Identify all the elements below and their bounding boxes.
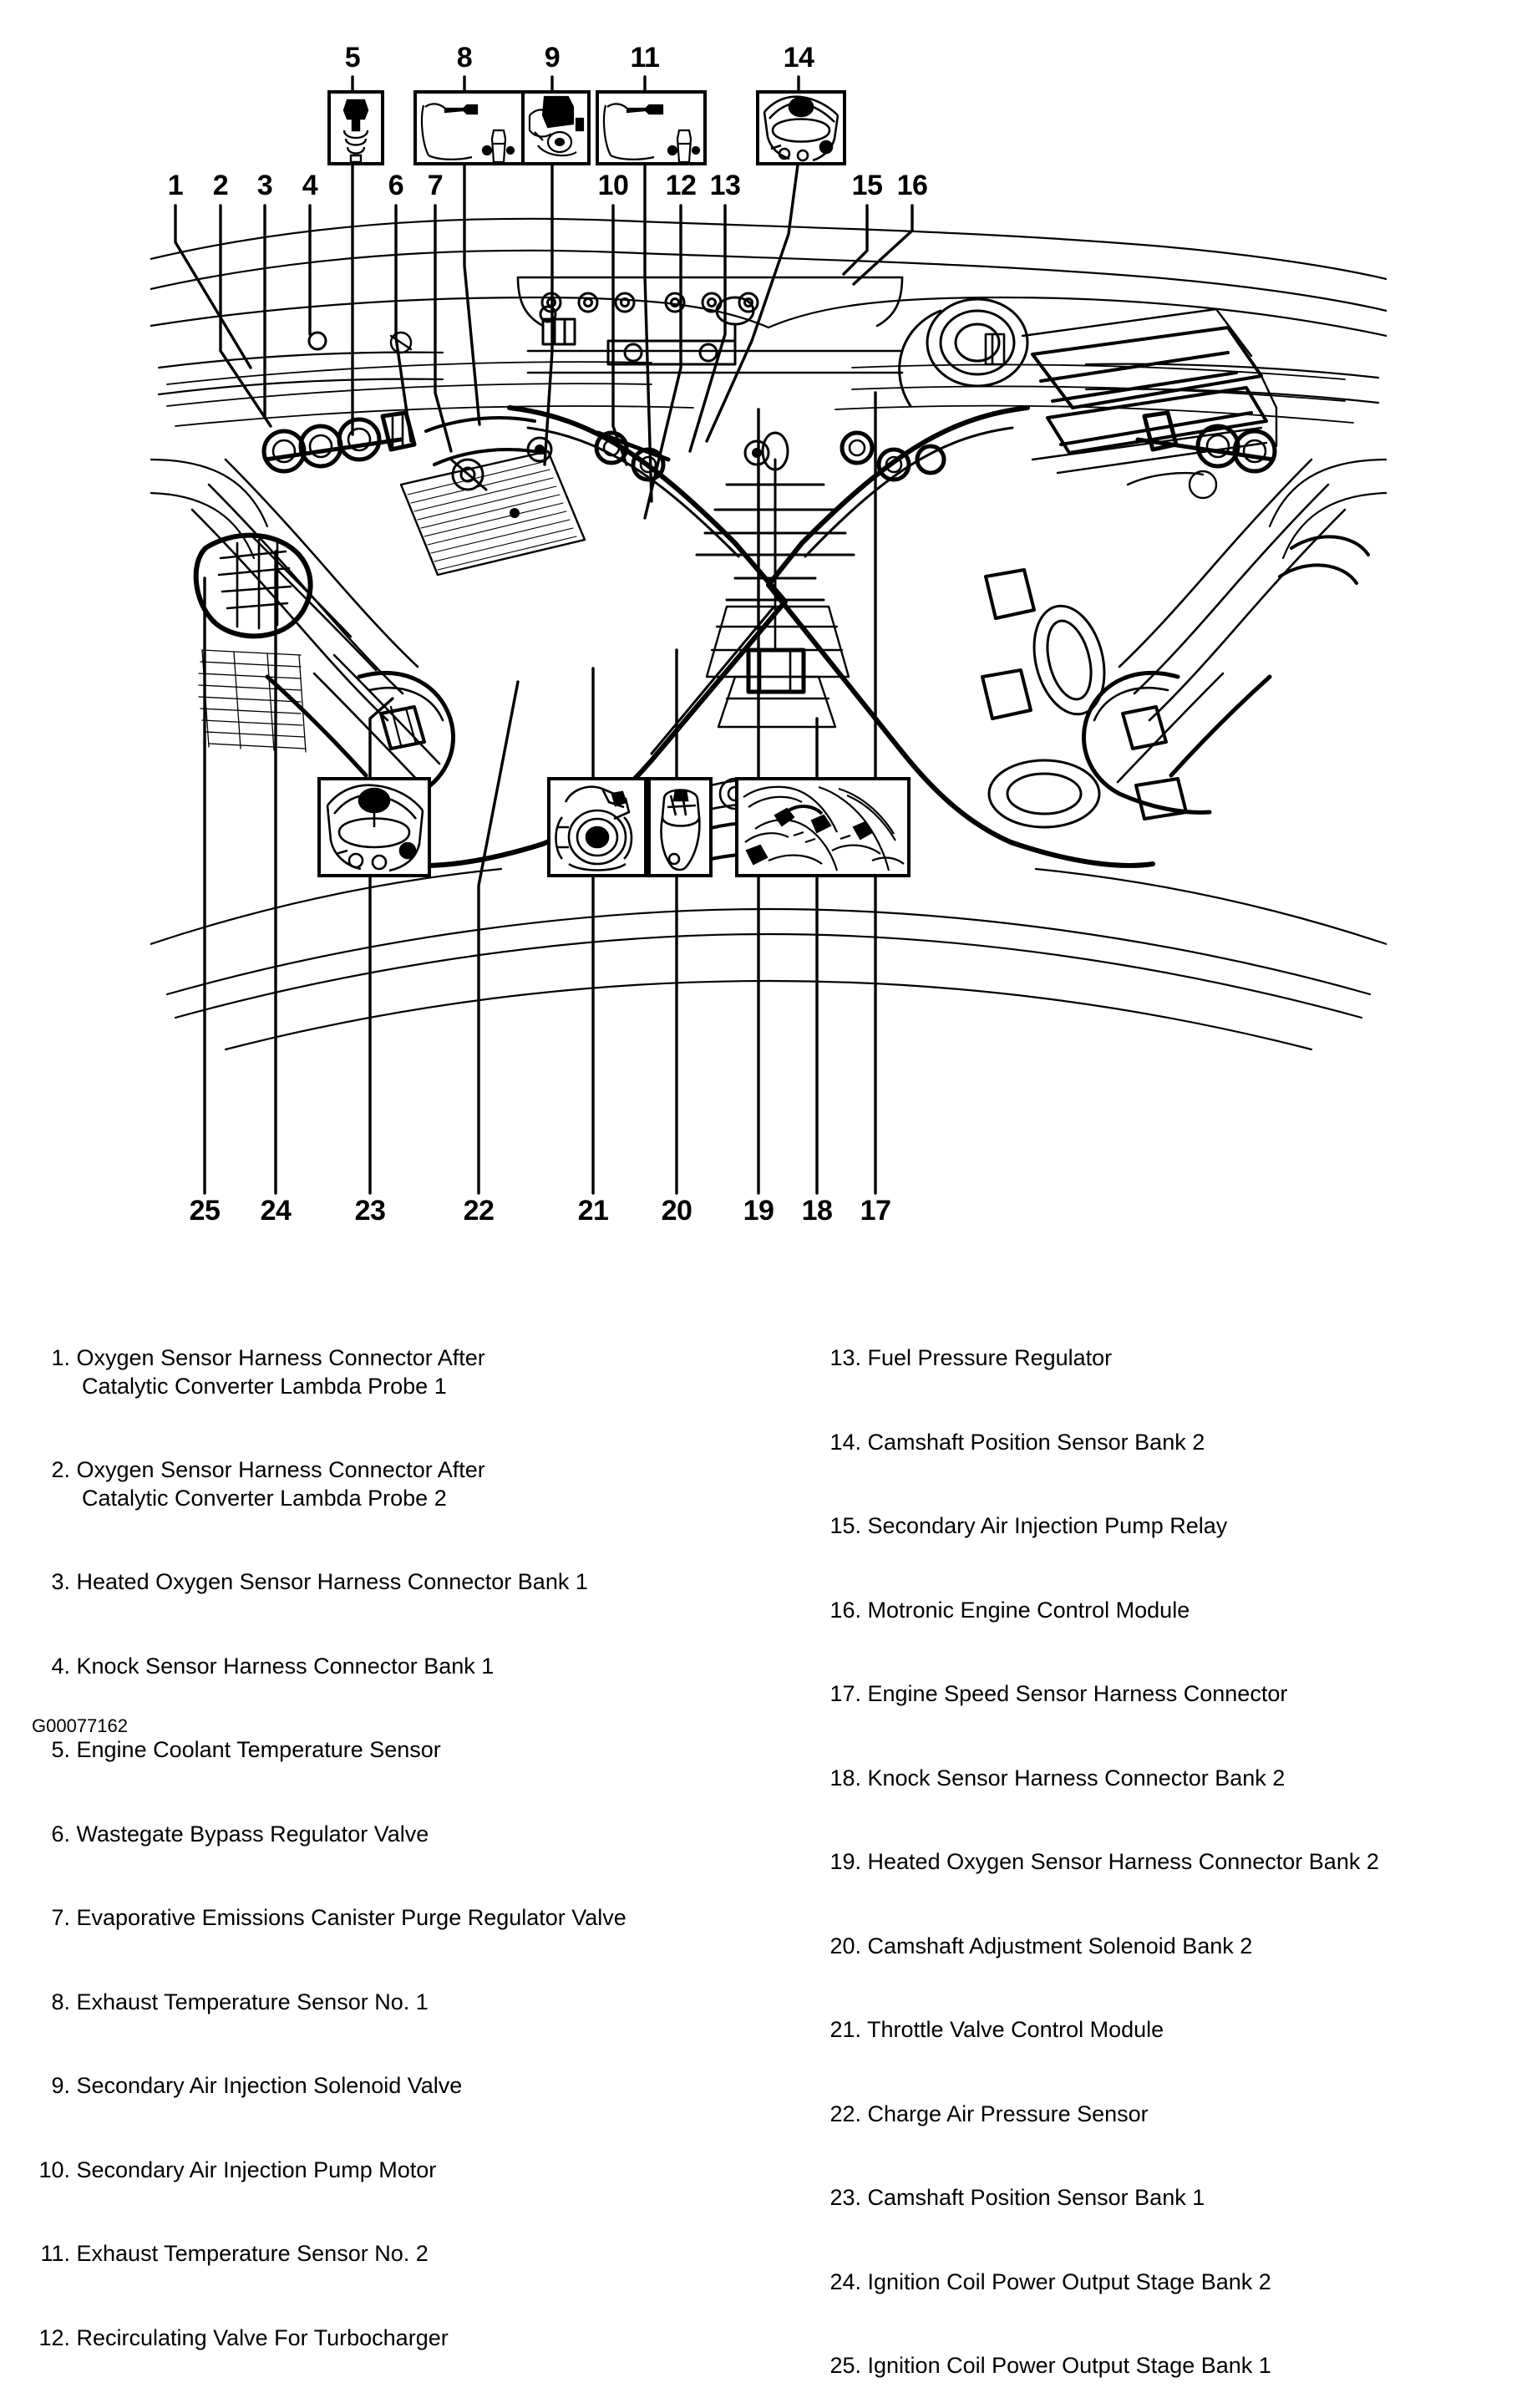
legend-item-16: 16. Motronic Engine Control Module: [829, 1597, 1190, 1623]
callout-number-12: 12: [665, 170, 697, 201]
legend-item-18: 18. Knock Sensor Harness Connector Bank …: [829, 1765, 1286, 1791]
legend-item-24: 24. Ignition Coil Power Output Stage Ban…: [829, 2268, 1271, 2294]
camshaft-adjustment-solenoid-b2-art: [660, 789, 701, 871]
callout-number-18: 18: [801, 1195, 833, 1227]
legend-item-17: 17. Engine Speed Sensor Harness Connecto…: [829, 1681, 1288, 1706]
legend-item-13: 13. Fuel Pressure Regulator: [829, 1345, 1113, 1370]
inset-exhaust-temp-sensor-1: [413, 90, 525, 165]
camshaft-position-sensor-b1-art: [326, 784, 424, 872]
engine-bay-line-art: [149, 217, 1388, 1051]
legend-item-9: 9. Secondary Air Injection Solenoid Valv…: [51, 2073, 463, 2098]
secondary-air-solenoid-art: [528, 95, 585, 157]
legend-item-22: 22. Charge Air Pressure Sensor: [829, 2101, 1149, 2126]
callout-number-9: 9: [544, 42, 561, 74]
legend-item-4: 4. Knock Sensor Harness Connector Bank 1: [51, 1653, 495, 1679]
inset-camshaft-adjustment-solenoid-b2: [647, 777, 713, 877]
legend-item-8: 8. Exhaust Temperature Sensor No. 1: [51, 1989, 429, 2014]
callout-number-22: 22: [463, 1195, 495, 1227]
inset-secondary-air-solenoid: [521, 90, 591, 165]
inset-camshaft-position-sensor-b1: [317, 777, 431, 877]
callout-number-15: 15: [851, 170, 883, 201]
callout-number-5: 5: [344, 42, 361, 74]
legend-item-11: 11. Exhaust Temperature Sensor No. 2: [40, 2241, 429, 2266]
callout-number-23: 23: [354, 1195, 386, 1227]
callout-number-7: 7: [427, 170, 444, 201]
inset-throttle-valve-control-module: [547, 777, 647, 877]
coolant-temp-sensor-art: [342, 99, 369, 162]
legend-item-12: 12. Recirculating Valve For Turbocharger: [38, 2324, 449, 2350]
callout-number-8: 8: [456, 42, 473, 74]
legend-item-23: 23. Camshaft Position Sensor Bank 1: [829, 2185, 1205, 2210]
callout-number-19: 19: [743, 1195, 774, 1227]
reference-code: G00077162: [32, 1715, 128, 1736]
inset-coolant-temp-sensor: [327, 90, 384, 165]
legend-item-20: 20. Camshaft Adjustment Solenoid Bank 2: [829, 1933, 1253, 1958]
legend-item-3: 3. Heated Oxygen Sensor Harness Connecto…: [51, 1569, 588, 1594]
legend-item-25: 25. Ignition Coil Power Output Stage Ban…: [829, 2353, 1271, 2378]
exhaust-temp-sensor-1-art: [420, 103, 515, 162]
callout-number-2: 2: [212, 170, 229, 201]
callout-number-24: 24: [260, 1195, 292, 1227]
callout-number-1: 1: [167, 170, 184, 201]
legend-item-19: 19. Heated Oxygen Sensor Harness Connect…: [829, 1849, 1379, 1874]
exhaust-temp-sensor-2-art: [602, 103, 701, 162]
legend-item-7: 7. Evaporative Emissions Canister Purge …: [51, 1905, 626, 1930]
callout-number-16: 16: [896, 170, 928, 201]
callout-number-4: 4: [302, 170, 318, 201]
callout-number-13: 13: [709, 170, 741, 201]
legend-right-column: 13. Fuel Pressure Regulator 14. Camshaft…: [823, 1288, 1516, 2408]
legend-item-10: 10. Secondary Air Injection Pump Motor: [38, 2157, 437, 2182]
engine-harness-connectors-art: [743, 785, 905, 871]
inset-camshaft-position-sensor-b2: [756, 90, 846, 165]
legend-item-1: 1. Oxygen Sensor Harness Connector After…: [51, 1345, 485, 1399]
callout-number-11: 11: [630, 42, 660, 74]
inset-engine-harness-connectors: [735, 777, 911, 877]
camshaft-position-sensor-b2-art: [763, 95, 840, 162]
legend-left-column: 1. Oxygen Sensor Harness Connector After…: [32, 1288, 784, 2380]
engine-bay-illustration: [149, 209, 1388, 1053]
callout-number-14: 14: [783, 42, 814, 74]
legend-item-14: 14. Camshaft Position Sensor Bank 2: [829, 1429, 1205, 1455]
legend-item-2: 2. Oxygen Sensor Harness Connector After…: [51, 1457, 485, 1511]
legend-item-5: 5. Engine Coolant Temperature Sensor: [51, 1737, 441, 1762]
legend-item-6: 6. Wastegate Bypass Regulator Valve: [51, 1821, 429, 1847]
callout-number-25: 25: [189, 1195, 221, 1227]
callout-number-21: 21: [577, 1195, 609, 1227]
throttle-valve-control-module-art: [555, 785, 633, 871]
callout-number-17: 17: [860, 1195, 891, 1227]
legend-item-21: 21. Throttle Valve Control Module: [829, 2017, 1164, 2042]
legend-item-15: 15. Secondary Air Injection Pump Relay: [829, 1513, 1228, 1538]
callout-number-20: 20: [661, 1195, 692, 1227]
callout-number-6: 6: [388, 170, 404, 201]
callout-number-3: 3: [256, 170, 273, 201]
inset-exhaust-temp-sensor-2: [596, 90, 707, 165]
callout-number-10: 10: [597, 170, 629, 201]
